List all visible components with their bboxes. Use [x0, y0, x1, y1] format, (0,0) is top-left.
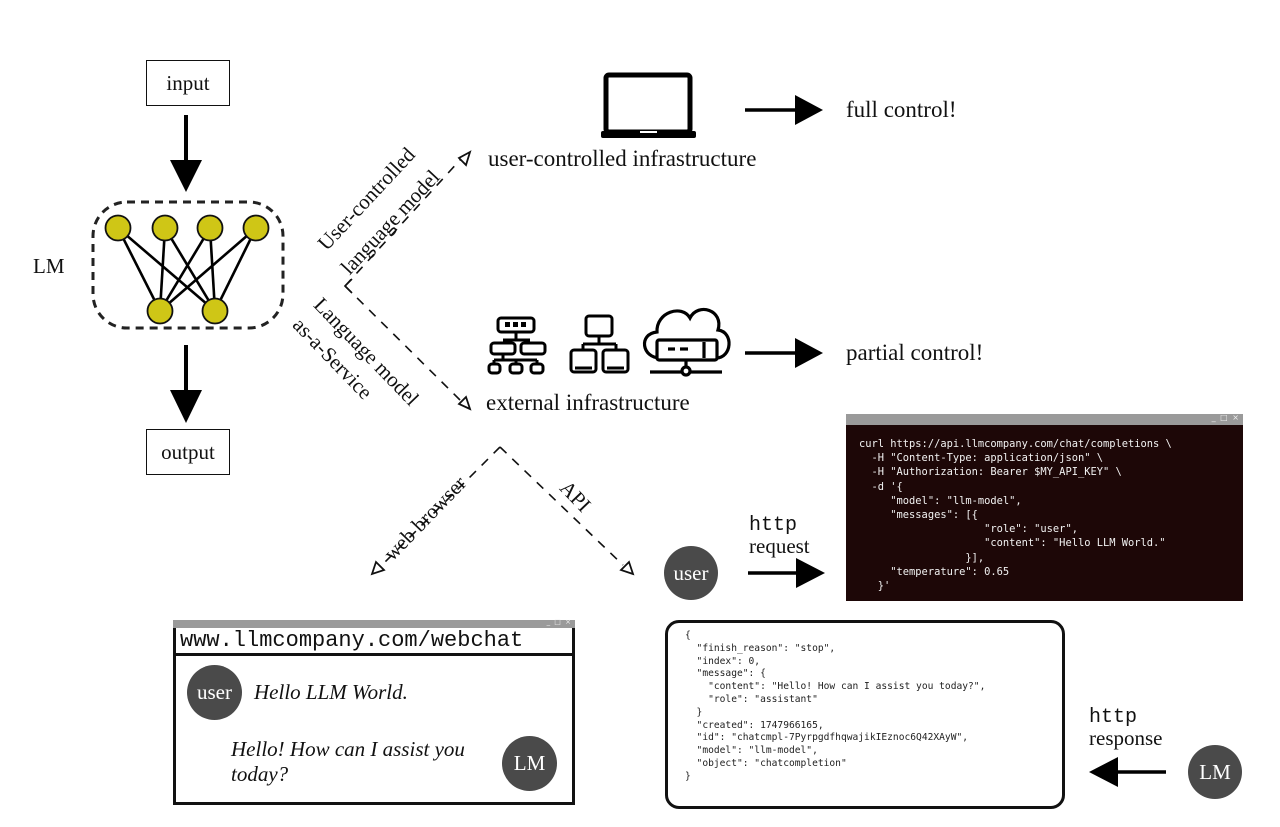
json-response-panel: { "finish_reason": "stop", "index": 0, "…: [665, 620, 1065, 809]
network-node-bottom: [148, 299, 173, 324]
network-edge: [118, 228, 160, 311]
arrowhead-laas: [459, 397, 470, 409]
http-response-label-word: response: [1089, 728, 1162, 748]
full-control-arrow: [745, 95, 823, 125]
computer-network-icon: [571, 316, 628, 372]
output-label: output: [161, 440, 215, 465]
input-box: input: [146, 60, 230, 106]
output-box: output: [146, 429, 230, 475]
external-infrastructure-label: external infrastructure: [486, 390, 690, 416]
webchat-user-avatar: user: [187, 665, 242, 720]
webchat-lm-message-line2: today?: [231, 762, 465, 787]
hierarchy-network-icon: [489, 318, 545, 373]
json-response-body: { "finish_reason": "stop", "index": 0, "…: [668, 623, 1062, 784]
network-node-bottom: [203, 299, 228, 324]
api-user-avatar: user: [664, 546, 718, 600]
http-response-label-protocol: http: [1089, 708, 1162, 728]
http-request-label-word: request: [749, 536, 810, 556]
lm-label: LM: [33, 254, 65, 279]
input-to-lm-arrow: [170, 115, 202, 192]
webchat-window: _ □ × www.llmcompany.com/webchat user He…: [173, 620, 575, 805]
terminal-window-controls[interactable]: _ □ ×: [1212, 413, 1240, 422]
webchat-window-controls[interactable]: _ □ ×: [547, 618, 572, 626]
cloud-server-icon: [645, 309, 730, 375]
network-node-top: [198, 216, 223, 241]
http-response-arrow: [1089, 757, 1166, 787]
webchat-lm-message: Hello! How can I assist you today?: [231, 737, 465, 787]
network-node-top: [106, 216, 131, 241]
network-nodes: [106, 216, 269, 324]
full-control-label: full control!: [846, 97, 957, 123]
branch-line-api: [500, 447, 623, 565]
webchat-lm-avatar: LM: [502, 736, 557, 791]
network-edges: [118, 228, 256, 311]
user-controlled-infrastructure-label: user-controlled infrastructure: [488, 146, 756, 172]
arrowhead-web-browser: [372, 562, 384, 574]
api-user-avatar-label: user: [674, 561, 709, 586]
terminal-window: _ □ × curl https://api.llmcompany.com/ch…: [846, 414, 1243, 601]
input-label: input: [166, 71, 209, 96]
curl-command: curl https://api.llmcompany.com/chat/com…: [846, 425, 1243, 593]
http-request-arrow: [748, 558, 825, 588]
api-lm-avatar: LM: [1188, 745, 1242, 799]
arrowhead-api: [621, 562, 633, 574]
webchat-lm-message-line1: Hello! How can I assist you: [231, 737, 465, 762]
http-response-label: http response: [1089, 708, 1162, 748]
network-edge: [215, 228, 256, 311]
partial-control-arrow: [745, 338, 823, 368]
webchat-lm-avatar-label: LM: [514, 751, 546, 776]
network-node-top: [244, 216, 269, 241]
api-lm-avatar-label: LM: [1199, 760, 1231, 785]
terminal-title-bar: _ □ ×: [846, 414, 1243, 425]
partial-control-label: partial control!: [846, 340, 983, 366]
network-node-top: [153, 216, 178, 241]
webchat-user-avatar-label: user: [197, 680, 232, 705]
webchat-title-bar: _ □ ×: [173, 620, 575, 628]
http-request-label-protocol: http: [749, 516, 810, 536]
lm-to-output-arrow: [170, 345, 202, 423]
laptop-icon: [601, 75, 696, 138]
arrowhead-user-controlled: [459, 152, 470, 165]
webchat-user-message: Hello LLM World.: [254, 680, 408, 705]
webchat-url-bar[interactable]: www.llmcompany.com/webchat: [176, 628, 572, 656]
http-request-label: http request: [749, 516, 810, 556]
